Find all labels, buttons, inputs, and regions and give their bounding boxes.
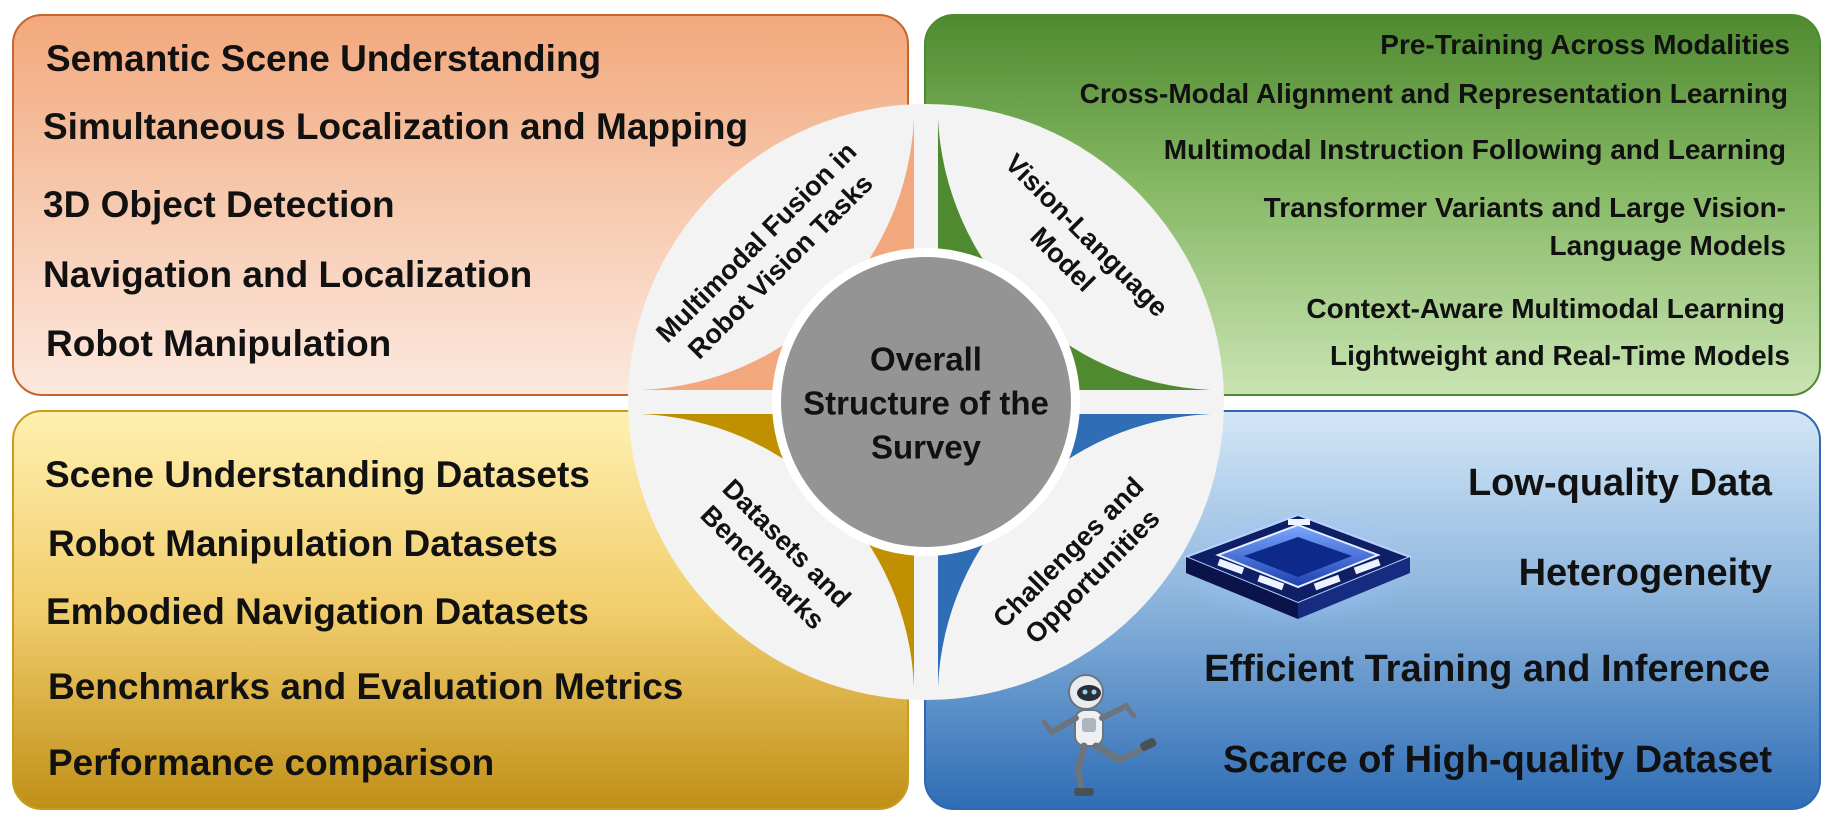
tr-item: Context-Aware Multimodal Learning — [1306, 293, 1785, 324]
br-item: Heterogeneity — [1518, 552, 1772, 594]
tl-item: 3D Object Detection — [43, 184, 395, 225]
tl-item: Navigation and Localization — [43, 254, 533, 295]
tr-item: Cross-Modal Alignment and Representation… — [1079, 78, 1788, 109]
br-item: Efficient Training and Inference — [1204, 648, 1770, 690]
tl-item: Semantic Scene Understanding — [46, 38, 602, 79]
bl-item: Scene Understanding Datasets — [45, 454, 590, 495]
br-item: Low-quality Data — [1467, 462, 1772, 504]
tr-item: Pre-Training Across Modalities — [1380, 29, 1790, 60]
bl-item: Benchmarks and Evaluation Metrics — [48, 666, 684, 707]
center-title-line: Structure of the — [803, 385, 1049, 422]
center-title-line: Survey — [871, 429, 982, 466]
running-robot-icon — [1041, 674, 1157, 796]
center-title-line: Overall — [870, 341, 982, 378]
bl-item: Robot Manipulation Datasets — [48, 523, 558, 564]
bl-item: Performance comparison — [48, 742, 495, 783]
br-item: Scarce of High-quality Dataset — [1222, 739, 1772, 781]
tl-item: Robot Manipulation — [46, 323, 392, 364]
center-hub — [781, 257, 1071, 547]
tr-item: Transformer Variants and Large Vision-La… — [1263, 192, 1786, 261]
tl-item: Simultaneous Localization and Mapping — [43, 106, 749, 147]
tr-item: Multimodal Instruction Following and Lea… — [1163, 134, 1786, 165]
tr-item: Lightweight and Real-Time Models — [1330, 340, 1790, 371]
processor-chip-icon — [1180, 507, 1416, 627]
bl-item: Embodied Navigation Datasets — [46, 591, 589, 632]
